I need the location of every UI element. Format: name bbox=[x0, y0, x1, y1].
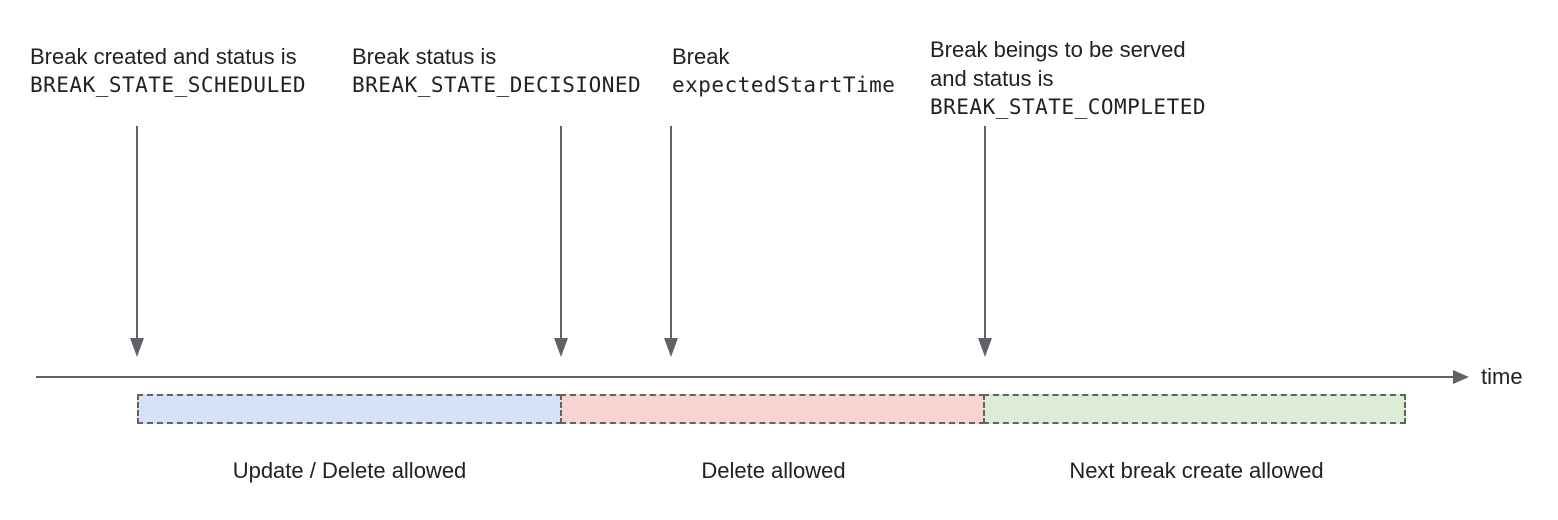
time-axis-arrow bbox=[36, 370, 1469, 384]
time-axis-label: time bbox=[1481, 364, 1523, 389]
annotation-break-scheduled: Break created and status is BREAK_STATE_… bbox=[30, 42, 306, 100]
event-arrow-scheduled bbox=[130, 126, 144, 357]
segment-update-delete-allowed bbox=[137, 394, 562, 424]
annotation-break-decisioned: Break status is BREAK_STATE_DECISIONED bbox=[352, 42, 641, 100]
zone-label-delete: Delete allowed bbox=[701, 458, 846, 483]
annotation-code: BREAK_STATE_DECISIONED bbox=[352, 73, 642, 97]
annotation-code: BREAK_STATE_COMPLETED bbox=[930, 95, 1207, 119]
annotation-text: Break created and status is bbox=[30, 44, 297, 69]
interval-bar bbox=[137, 394, 1406, 424]
event-arrow-decisioned bbox=[554, 126, 568, 357]
segment-next-break-create-allowed bbox=[983, 394, 1406, 424]
annotation-text: Break bbox=[672, 44, 730, 69]
segment-delete-allowed bbox=[560, 394, 985, 424]
event-arrow-expected-start bbox=[664, 126, 678, 357]
annotation-code: expectedStartTime bbox=[672, 73, 896, 97]
annotation-text: Break status is bbox=[352, 44, 497, 69]
annotation-text: and status is bbox=[930, 66, 1054, 91]
annotation-expected-start-time: Break expectedStartTime bbox=[672, 42, 895, 100]
annotation-text: Break beings to be served bbox=[930, 37, 1186, 62]
event-arrow-completed bbox=[978, 126, 992, 357]
annotation-break-completed: Break beings to be served and status is … bbox=[930, 35, 1206, 122]
zone-label-update-delete: Update / Delete allowed bbox=[232, 458, 467, 483]
zone-label-next-break-create: Next break create allowed bbox=[1069, 458, 1324, 483]
annotation-code: BREAK_STATE_SCHEDULED bbox=[30, 73, 307, 97]
